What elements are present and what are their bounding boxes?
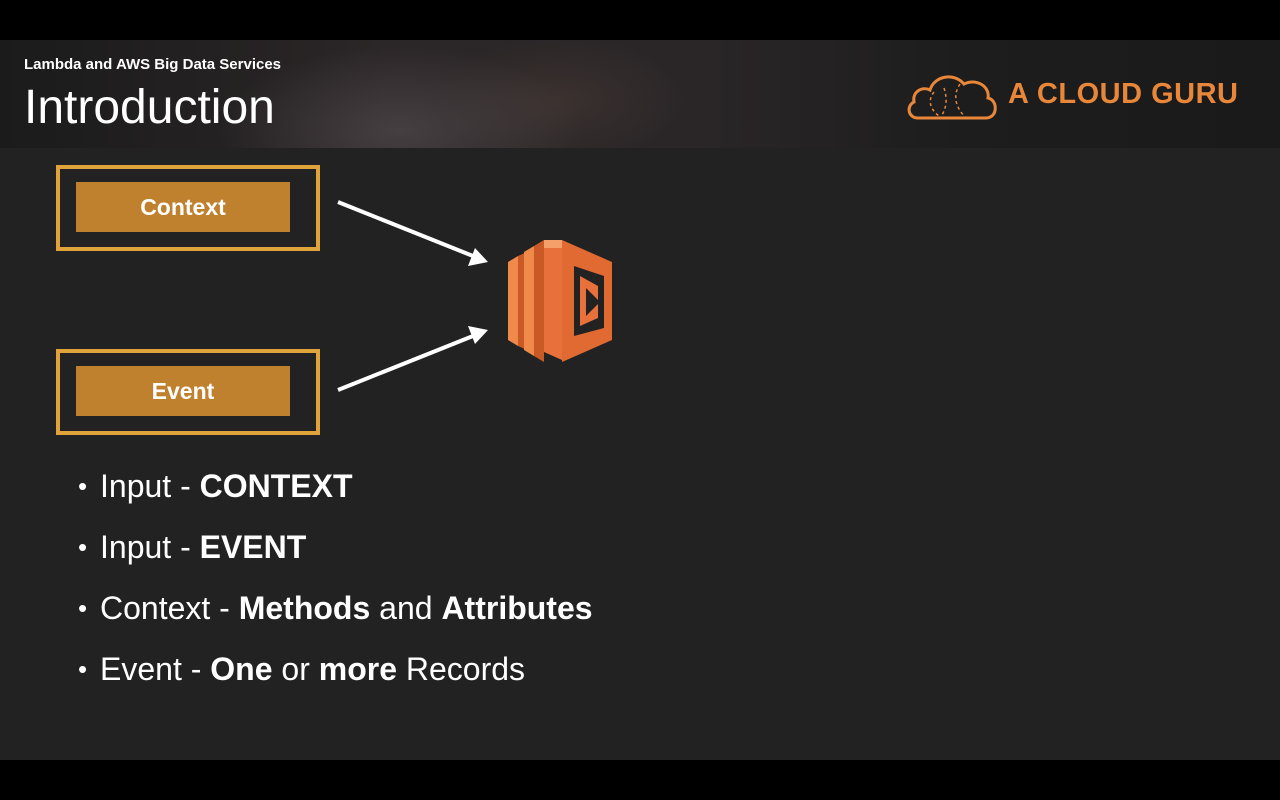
bullet-item: •Input - CONTEXT — [78, 468, 353, 504]
arrow-context-to-lambda — [337, 200, 488, 266]
context-box: Context — [56, 165, 320, 251]
course-title: Lambda and AWS Big Data Services — [24, 56, 282, 73]
logo: A CLOUD GURU — [904, 68, 1244, 124]
bullet-item: •Context - Methods and Attributes — [78, 590, 593, 626]
aws-lambda-icon — [508, 240, 612, 362]
header: Lambda and AWS Big Data Services Introdu… — [0, 40, 1280, 148]
bullet-item: •Event - One or more Records — [78, 651, 526, 687]
diagram-arrows — [337, 200, 612, 392]
logo-text: A CLOUD GURU — [1008, 78, 1239, 110]
cloud-logo-icon — [907, 75, 997, 120]
event-box-label: Event — [76, 366, 290, 416]
arrow-event-to-lambda — [337, 326, 488, 392]
event-box: Event — [56, 349, 320, 435]
page-title: Introduction — [24, 81, 275, 134]
bullet-list: •Input - CONTEXT •Input - EVENT •Context… — [78, 456, 593, 700]
slide: Lambda and AWS Big Data Services Introdu… — [0, 40, 1280, 760]
bullet-item: •Input - EVENT — [78, 529, 307, 565]
context-box-label: Context — [76, 182, 290, 232]
